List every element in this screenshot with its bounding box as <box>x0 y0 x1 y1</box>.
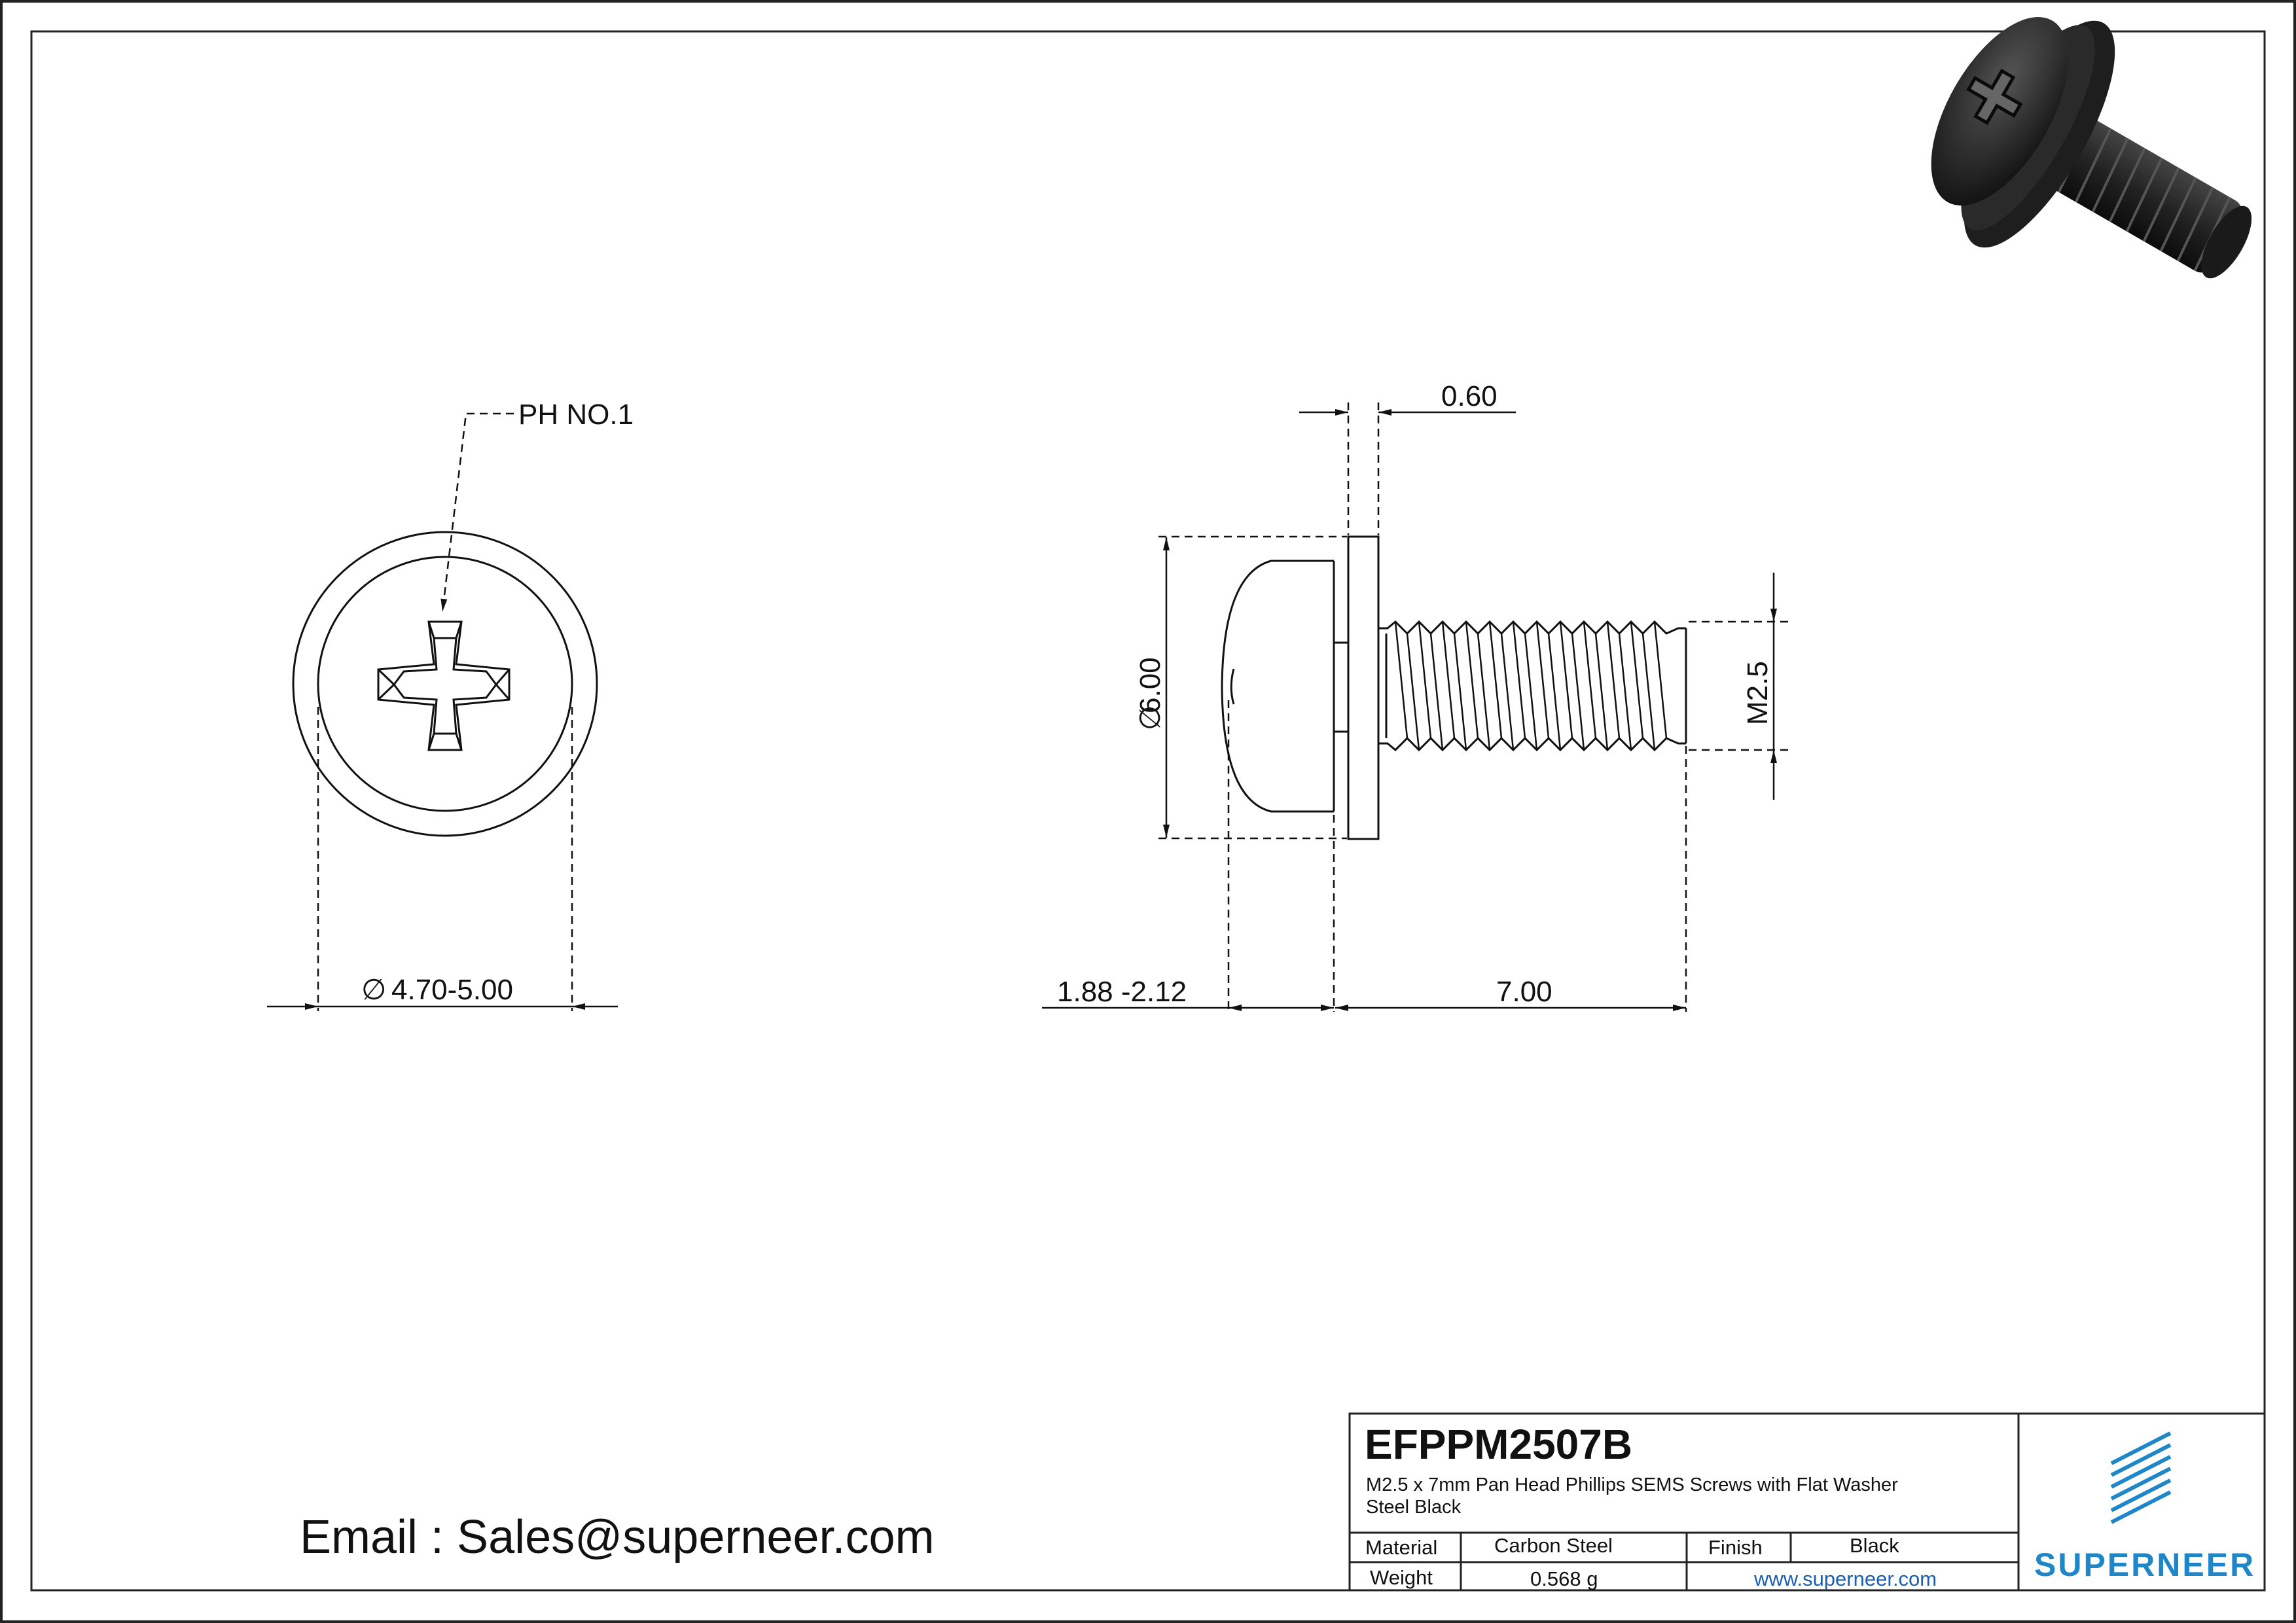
drive-label: PH NO.1 <box>518 399 634 431</box>
washer-diameter-symbol: ∅ <box>1134 705 1166 730</box>
diameter-symbol: ∅ <box>361 974 386 1006</box>
washer-diameter-dimension <box>1158 535 1347 840</box>
finish-label: Finish <box>1708 1536 1763 1559</box>
washer-profile <box>1347 535 1380 840</box>
thread-size-value: M2.5 <box>1742 661 1774 725</box>
brand-name: SUPERNEER <box>2034 1546 2256 1583</box>
length-value: 7.00 <box>1496 976 1552 1008</box>
washer-thickness-dimension <box>1299 402 1516 535</box>
pan-head-profile <box>1221 560 1334 813</box>
washer-thickness-value: 0.60 <box>1441 380 1498 412</box>
contact-email: Email : Sales@superneer.com <box>300 1511 935 1563</box>
front-diameter-dimension <box>267 707 618 1011</box>
thread-profile-bottom <box>1378 736 1686 752</box>
screw-3d-icon <box>1931 17 2252 279</box>
finish-value: Black <box>1850 1534 1899 1557</box>
phillips-recess-outer <box>377 620 511 751</box>
thread-size-dimension <box>1689 573 1790 800</box>
length-dimensions <box>1042 700 1687 1012</box>
material-value: Carbon Steel <box>1494 1534 1613 1557</box>
thread-profile-top <box>1378 620 1686 635</box>
title-block <box>1348 1412 2266 1592</box>
head-3d <box>1931 17 2069 205</box>
washer-outline <box>292 531 598 837</box>
front-view <box>292 531 598 837</box>
phillips-recess-inner <box>393 637 497 735</box>
weight-value: 0.568 g <box>1530 1567 1598 1590</box>
part-number: EFPPM2507B <box>1365 1421 1633 1468</box>
part-description: M2.5 x 7mm Pan Head Phillips SEMS Screws… <box>1366 1474 1898 1518</box>
inner-border <box>30 30 2266 1592</box>
washer-diameter-value: 6.00 <box>1134 657 1166 713</box>
front-diameter-value: 4.70-5.00 <box>391 974 513 1006</box>
weight-label: Weight <box>1370 1566 1433 1589</box>
website-link[interactable]: www.superneer.com <box>1754 1567 1937 1590</box>
superneer-logo-icon <box>2110 1431 2172 1524</box>
side-view <box>1221 535 1687 840</box>
head-height-value: 1.88 -2.12 <box>1057 976 1187 1008</box>
drive-leader <box>440 412 514 613</box>
head-outline <box>317 556 573 812</box>
material-label: Material <box>1365 1536 1438 1559</box>
